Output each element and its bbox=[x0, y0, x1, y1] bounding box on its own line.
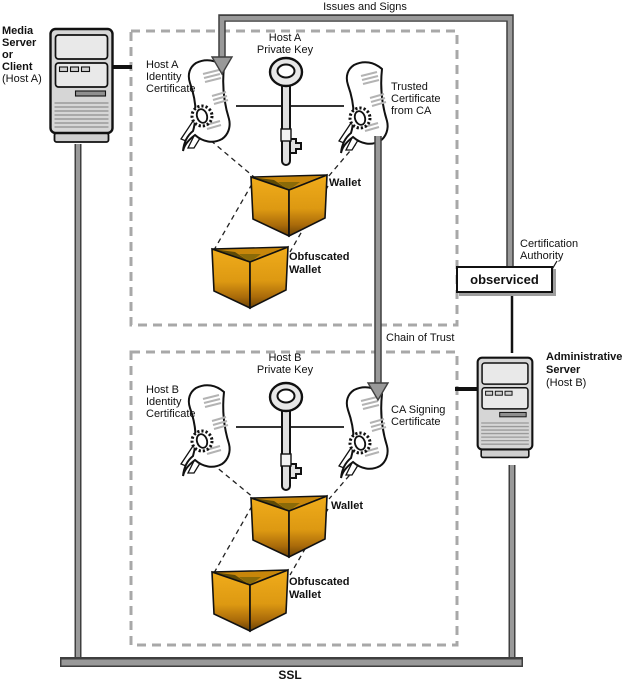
wallet-a-label: Wallet bbox=[329, 177, 361, 189]
issues-arrowhead-icon bbox=[210, 56, 234, 76]
host-b-private-key-label: Host B Private Key bbox=[256, 352, 314, 376]
chain-of-trust-arrowhead-icon bbox=[366, 382, 390, 402]
admin-server-label: Administrative Server (Host B) bbox=[546, 351, 623, 389]
host-a-identity-cert-label: Host A Identity Certificate bbox=[146, 59, 196, 95]
chain-of-trust-label: Chain of Trust bbox=[386, 332, 455, 344]
issues-and-signs-line bbox=[219, 15, 513, 267]
ca-service-box-label: observiced bbox=[470, 272, 539, 287]
host-b-wallet-dashed-box bbox=[129, 350, 459, 647]
ca-service-box: observiced bbox=[456, 266, 553, 293]
issues-and-signs-label: Issues and Signs bbox=[323, 1, 407, 13]
obfuscated-wallet-b-label: Obfuscated Wallet bbox=[289, 576, 350, 601]
host-a-wallet-dashed-box bbox=[129, 29, 459, 327]
host-a-private-key-label: Host A Private Key bbox=[256, 32, 314, 56]
media-server-label: Media Server or Client (Host A) bbox=[2, 25, 42, 85]
certification-authority-label: Certification Authority bbox=[520, 238, 579, 262]
obfuscated-wallet-a-label: Obfuscated Wallet bbox=[289, 251, 350, 276]
ssl-label: SSL bbox=[278, 668, 302, 682]
host-b-identity-cert-label: Host B Identity Certificate bbox=[146, 384, 196, 420]
trusted-cert-label: Trusted Certificate from CA bbox=[391, 81, 441, 117]
wallet-b-label: Wallet bbox=[331, 500, 363, 512]
ca-signing-cert-label: CA Signing Certificate bbox=[391, 404, 446, 428]
